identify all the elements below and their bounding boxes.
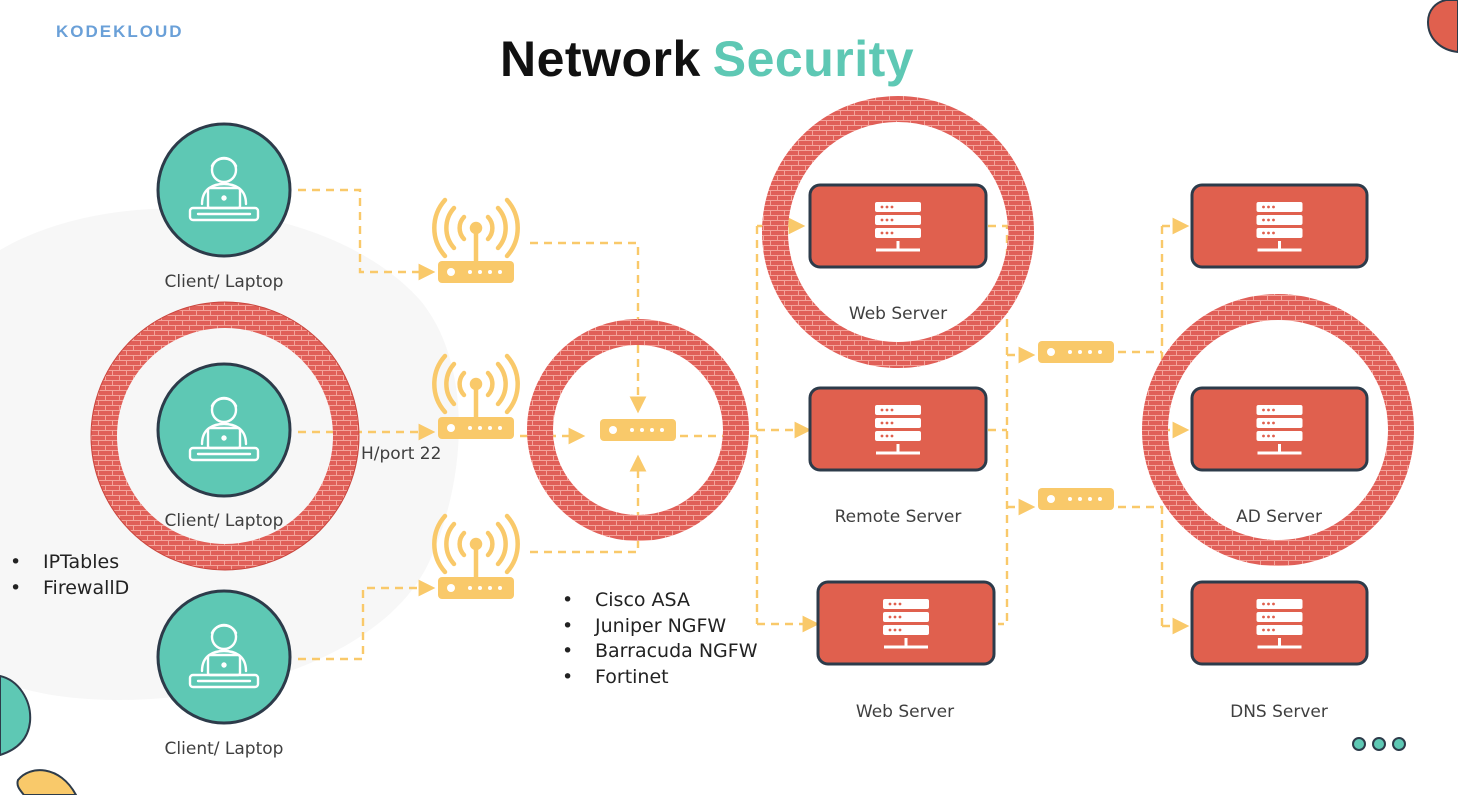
server-rack-icon xyxy=(875,202,921,252)
router-icon xyxy=(1038,488,1114,510)
brick-firewall-icon xyxy=(527,319,749,541)
client-2-label: Client/ Laptop xyxy=(164,511,284,531)
link-client1-router1 xyxy=(298,188,436,281)
server-node xyxy=(808,183,988,269)
firewalls xyxy=(90,96,1414,571)
server-node xyxy=(1190,386,1369,472)
client-laptop-node xyxy=(156,362,292,498)
title-word-2: Security xyxy=(712,31,915,87)
client-laptop-node xyxy=(156,589,292,725)
brick-firewall-icon xyxy=(90,301,360,571)
user-laptop-icon xyxy=(188,396,260,462)
decor-blob-top-right xyxy=(1426,0,1458,54)
host-firewall-item: FirewallD xyxy=(10,576,129,602)
client-nodes xyxy=(156,122,292,725)
link-servers-trunk xyxy=(988,224,1009,626)
user-laptop-icon xyxy=(188,156,260,222)
more-options-icon[interactable] xyxy=(1352,736,1412,755)
router-icon xyxy=(600,419,676,441)
server-rack-icon xyxy=(875,405,921,455)
decor-blob-left xyxy=(0,674,32,757)
server-rack-icon xyxy=(1256,599,1303,649)
wifi-router-icon xyxy=(432,513,520,599)
network-firewall-item: Cisco ASA xyxy=(562,588,758,614)
dns-server-label: DNS Server xyxy=(1230,702,1328,722)
client-1-label: Client/ Laptop xyxy=(164,272,284,292)
server-node xyxy=(816,580,996,666)
server-rack-icon xyxy=(1256,405,1303,455)
wifi-router-icon xyxy=(432,353,520,439)
network-firewall-item: Fortinet xyxy=(562,665,758,691)
router-icon xyxy=(1038,341,1114,363)
network-firewall-item: Juniper NGFW xyxy=(562,614,758,640)
remote-server-label: Remote Server xyxy=(834,507,962,527)
client-3-label: Client/ Laptop xyxy=(164,739,284,759)
brick-firewall-icon xyxy=(1142,294,1414,566)
server-nodes xyxy=(808,183,1369,666)
ad-server-label: AD Server xyxy=(1236,507,1322,527)
host-firewall-list: IPTables FirewallD xyxy=(10,550,129,601)
kodekloud-logo: KODEKLOUD xyxy=(56,22,184,41)
connection-label: H/port 22 xyxy=(361,444,442,464)
brick-firewall-icon xyxy=(762,96,1034,368)
server-rack-icon xyxy=(883,599,929,649)
router-nodes xyxy=(432,197,1114,599)
server-node xyxy=(1190,580,1369,666)
server-node xyxy=(1190,183,1369,269)
user-laptop-icon xyxy=(188,623,260,689)
link-router1-core xyxy=(530,241,647,414)
server-rack-icon xyxy=(1256,202,1303,252)
web-server-top-label: Web Server xyxy=(848,304,948,324)
web-server-bottom-label: Web Server xyxy=(855,702,955,722)
title-word-1: Network xyxy=(500,31,701,87)
host-firewall-item: IPTables xyxy=(10,550,129,576)
decor-blob-bottom-left xyxy=(16,769,78,795)
wifi-router-icon xyxy=(432,197,520,283)
brick-firewall-icon xyxy=(91,302,359,570)
server-node xyxy=(808,386,988,472)
client-laptop-node xyxy=(156,122,292,258)
link-router3-core xyxy=(530,454,647,554)
link-client3-router3 xyxy=(298,579,436,661)
network-firewall-item: Barracuda NGFW xyxy=(562,639,758,665)
network-firewall-list: Cisco ASA Juniper NGFW Barracuda NGFW Fo… xyxy=(562,588,758,690)
